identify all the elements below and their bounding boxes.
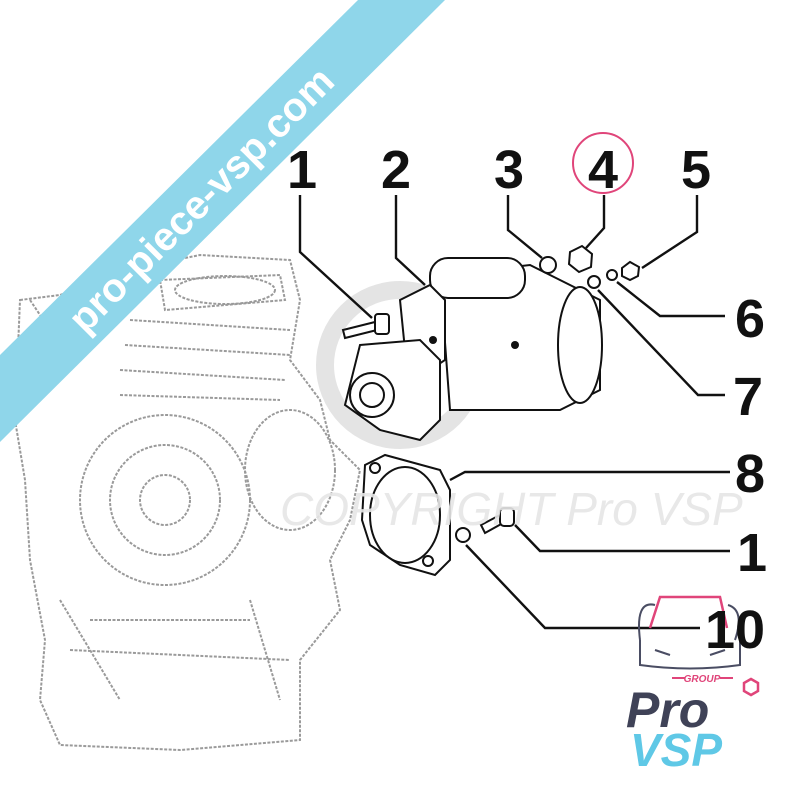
callout-3: 3 bbox=[494, 140, 524, 200]
callout-1-lower: 1 bbox=[737, 523, 767, 583]
callout-10: 10 bbox=[705, 600, 765, 660]
copyright-watermark: COPYRIGHT Pro VSP bbox=[280, 483, 743, 535]
leader-4 bbox=[585, 195, 606, 249]
nut-4 bbox=[567, 244, 594, 274]
leader-6 bbox=[616, 281, 725, 318]
logo-vsp-text: VSP bbox=[630, 724, 722, 776]
leader-lines bbox=[298, 195, 730, 630]
leader-1-lower bbox=[514, 524, 730, 553]
bolt-1 bbox=[341, 313, 390, 340]
bolt-1-lower bbox=[479, 507, 515, 535]
leader-8 bbox=[449, 470, 730, 482]
callout-7: 7 bbox=[733, 367, 763, 427]
washer-7 bbox=[587, 275, 601, 289]
logo-group-text: GROUP bbox=[684, 674, 721, 685]
callout-4: 4 bbox=[588, 140, 618, 200]
leader-10 bbox=[465, 544, 700, 630]
cover-plate-8 bbox=[360, 453, 451, 577]
logo-nut-icon bbox=[742, 677, 760, 697]
leader-5 bbox=[641, 195, 699, 270]
logo-car-roof bbox=[648, 595, 729, 629]
callout-1: 1 bbox=[287, 140, 317, 200]
logo-car-body bbox=[638, 603, 741, 670]
website-banner bbox=[0, 0, 445, 442]
leader-1 bbox=[298, 195, 373, 319]
washer-3 bbox=[539, 256, 557, 274]
logo-pro-text: Pro bbox=[626, 682, 709, 738]
washer-10 bbox=[455, 527, 471, 543]
starter-motor-drawing bbox=[343, 257, 603, 442]
callout-6: 6 bbox=[735, 289, 765, 349]
washer-6 bbox=[606, 269, 618, 281]
leader-3 bbox=[506, 195, 543, 259]
callout-5: 5 bbox=[681, 140, 711, 200]
highlight-circle-4 bbox=[572, 132, 634, 194]
callout-8: 8 bbox=[735, 444, 765, 504]
provsp-logo: GROUP Pro VSP bbox=[626, 595, 760, 776]
nut-5 bbox=[621, 260, 641, 282]
leader-7 bbox=[597, 289, 725, 397]
leader-2 bbox=[394, 195, 426, 286]
engine-block-drawing bbox=[13, 253, 362, 752]
callout-2: 2 bbox=[381, 140, 411, 200]
